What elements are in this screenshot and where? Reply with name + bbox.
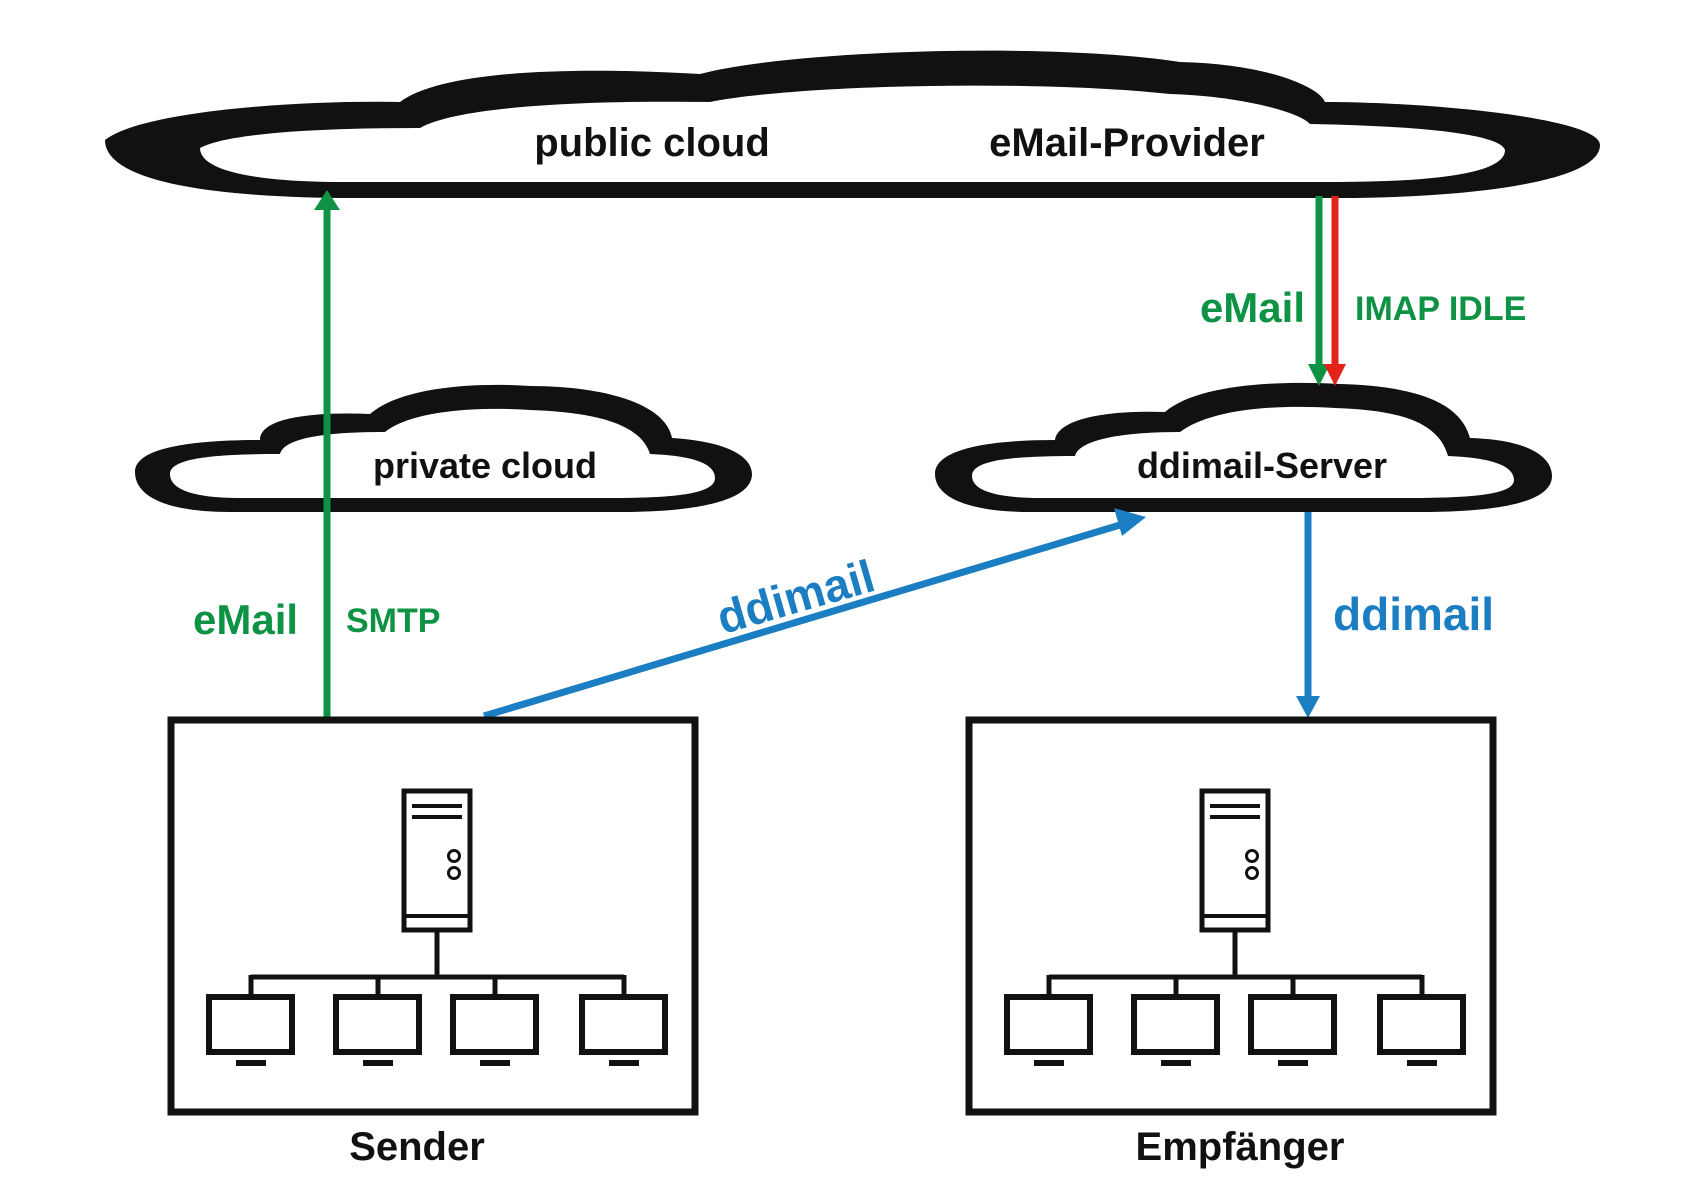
monitor-icon <box>579 994 668 1066</box>
public-cloud <box>105 50 1600 198</box>
private-cloud-inner <box>170 408 715 498</box>
server-icon <box>401 788 473 933</box>
monitor-icon <box>1248 994 1337 1066</box>
sender-label: Sender <box>349 1125 485 1169</box>
receiver-ddimail-arrow <box>1296 512 1320 718</box>
sender-network <box>167 716 699 1116</box>
monitor-icon <box>1131 994 1220 1066</box>
public-cloud-label: public cloud <box>534 121 770 165</box>
network-lines <box>1046 930 1425 994</box>
server-icon <box>1199 788 1271 933</box>
public-cloud-inner <box>200 85 1505 182</box>
provider-email-arrow <box>1308 196 1330 386</box>
sender-email-label: eMail <box>193 596 298 643</box>
monitor-icon <box>1004 994 1093 1066</box>
sender-email-arrow <box>314 190 340 718</box>
provider-label: eMail-Provider <box>989 121 1265 165</box>
sender-smtp-label: SMTP <box>346 602 440 640</box>
monitor-icon <box>333 994 422 1066</box>
sender-ddimail-label: ddimail <box>711 549 880 643</box>
receiver-ddimail-label: ddimail <box>1333 588 1494 640</box>
provider-imap-arrow <box>1324 196 1346 386</box>
ddimail-server-cloud <box>935 382 1552 512</box>
monitor-icon <box>1377 994 1466 1066</box>
private-cloud <box>135 384 752 512</box>
ddimail-server-cloud-inner <box>972 406 1514 498</box>
receiver-network <box>965 716 1497 1116</box>
provider-email-label: eMail <box>1200 284 1305 331</box>
private-cloud-label: private cloud <box>373 445 597 486</box>
monitor-icon <box>450 994 539 1066</box>
network-lines <box>248 930 627 994</box>
ddimail-server-label: ddimail-Server <box>1137 445 1387 486</box>
receiver-label: Empfänger <box>1136 1125 1345 1169</box>
sender-ddimail-arrow <box>482 508 1146 720</box>
provider-imap-label: IMAP IDLE <box>1355 290 1526 328</box>
monitor-icon <box>206 994 295 1066</box>
